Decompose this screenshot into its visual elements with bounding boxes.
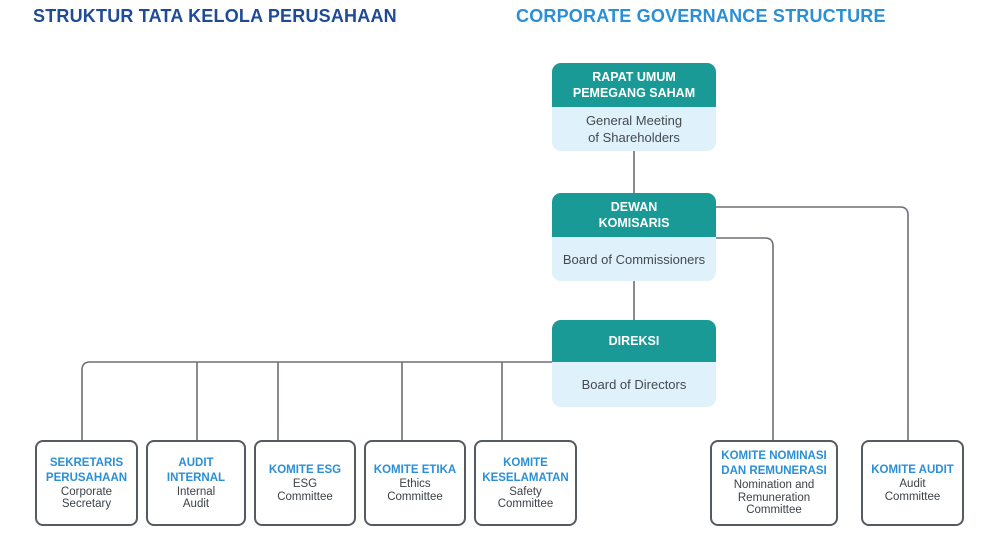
box-subtitle: Corporate Secretary — [60, 485, 113, 511]
box-subtitle: Nomination and Remuneration Committee — [733, 479, 815, 517]
box-title: KOMITE KESELAMATAN — [482, 456, 569, 484]
box-title: SEKRETARIS PERUSAHAAN — [45, 456, 128, 484]
node-general-meeting-subtitle: General Meeting of Shareholders — [585, 113, 683, 145]
box-subtitle: Internal Audit — [176, 485, 216, 511]
box-title: AUDIT INTERNAL — [166, 456, 226, 484]
box-safety-committee: KOMITE KESELAMATAN Safety Committee — [474, 440, 577, 526]
title-english: CORPORATE GOVERNANCE STRUCTURE — [516, 6, 886, 26]
connector-boc-audit — [716, 206, 909, 440]
box-internal-audit: AUDIT INTERNAL Internal Audit — [146, 440, 246, 526]
title-indonesian: STRUKTUR TATA KELOLA PERUSAHAAN — [33, 6, 397, 26]
box-nomination-remuneration-committee: KOMITE NOMINASI DAN REMUNERASI Nominatio… — [710, 440, 838, 526]
box-corporate-secretary: SEKRETARIS PERUSAHAAN Corporate Secretar… — [35, 440, 138, 526]
box-title: KOMITE AUDIT — [871, 464, 954, 476]
box-title: KOMITE ESG — [268, 464, 342, 476]
box-subtitle: ESG Committee — [277, 478, 333, 503]
box-subtitle: Audit Committee — [884, 478, 941, 503]
node-board-of-commissioners: DEWAN KOMISARIS Board of Commissioners — [552, 193, 716, 281]
box-title: KOMITE ETIKA — [373, 464, 457, 476]
box-audit-committee: KOMITE AUDIT Audit Committee — [861, 440, 964, 526]
box-ethics-committee: KOMITE ETIKA Ethics Committee — [364, 440, 466, 526]
connector-boc-nominasi — [716, 237, 774, 440]
node-general-meeting: RAPAT UMUM PEMEGANG SAHAM General Meetin… — [552, 63, 716, 151]
box-esg-committee: KOMITE ESG ESG Committee — [254, 440, 356, 526]
node-board-of-directors-subtitle: Board of Directors — [581, 377, 687, 392]
box-title: KOMITE NOMINASI DAN REMUNERASI — [721, 450, 827, 478]
node-board-of-commissioners-subtitle: Board of Commissioners — [562, 251, 706, 267]
box-subtitle: Safety Committee — [497, 485, 554, 511]
node-board-of-directors-title: DIREKSI — [552, 320, 716, 362]
node-board-of-commissioners-title: DEWAN KOMISARIS — [552, 193, 716, 237]
connector-bod-branch — [81, 361, 552, 440]
box-subtitle: Ethics Committee — [387, 478, 443, 503]
node-general-meeting-title: RAPAT UMUM PEMEGANG SAHAM — [552, 63, 716, 107]
node-board-of-directors: DIREKSI Board of Directors — [552, 320, 716, 407]
